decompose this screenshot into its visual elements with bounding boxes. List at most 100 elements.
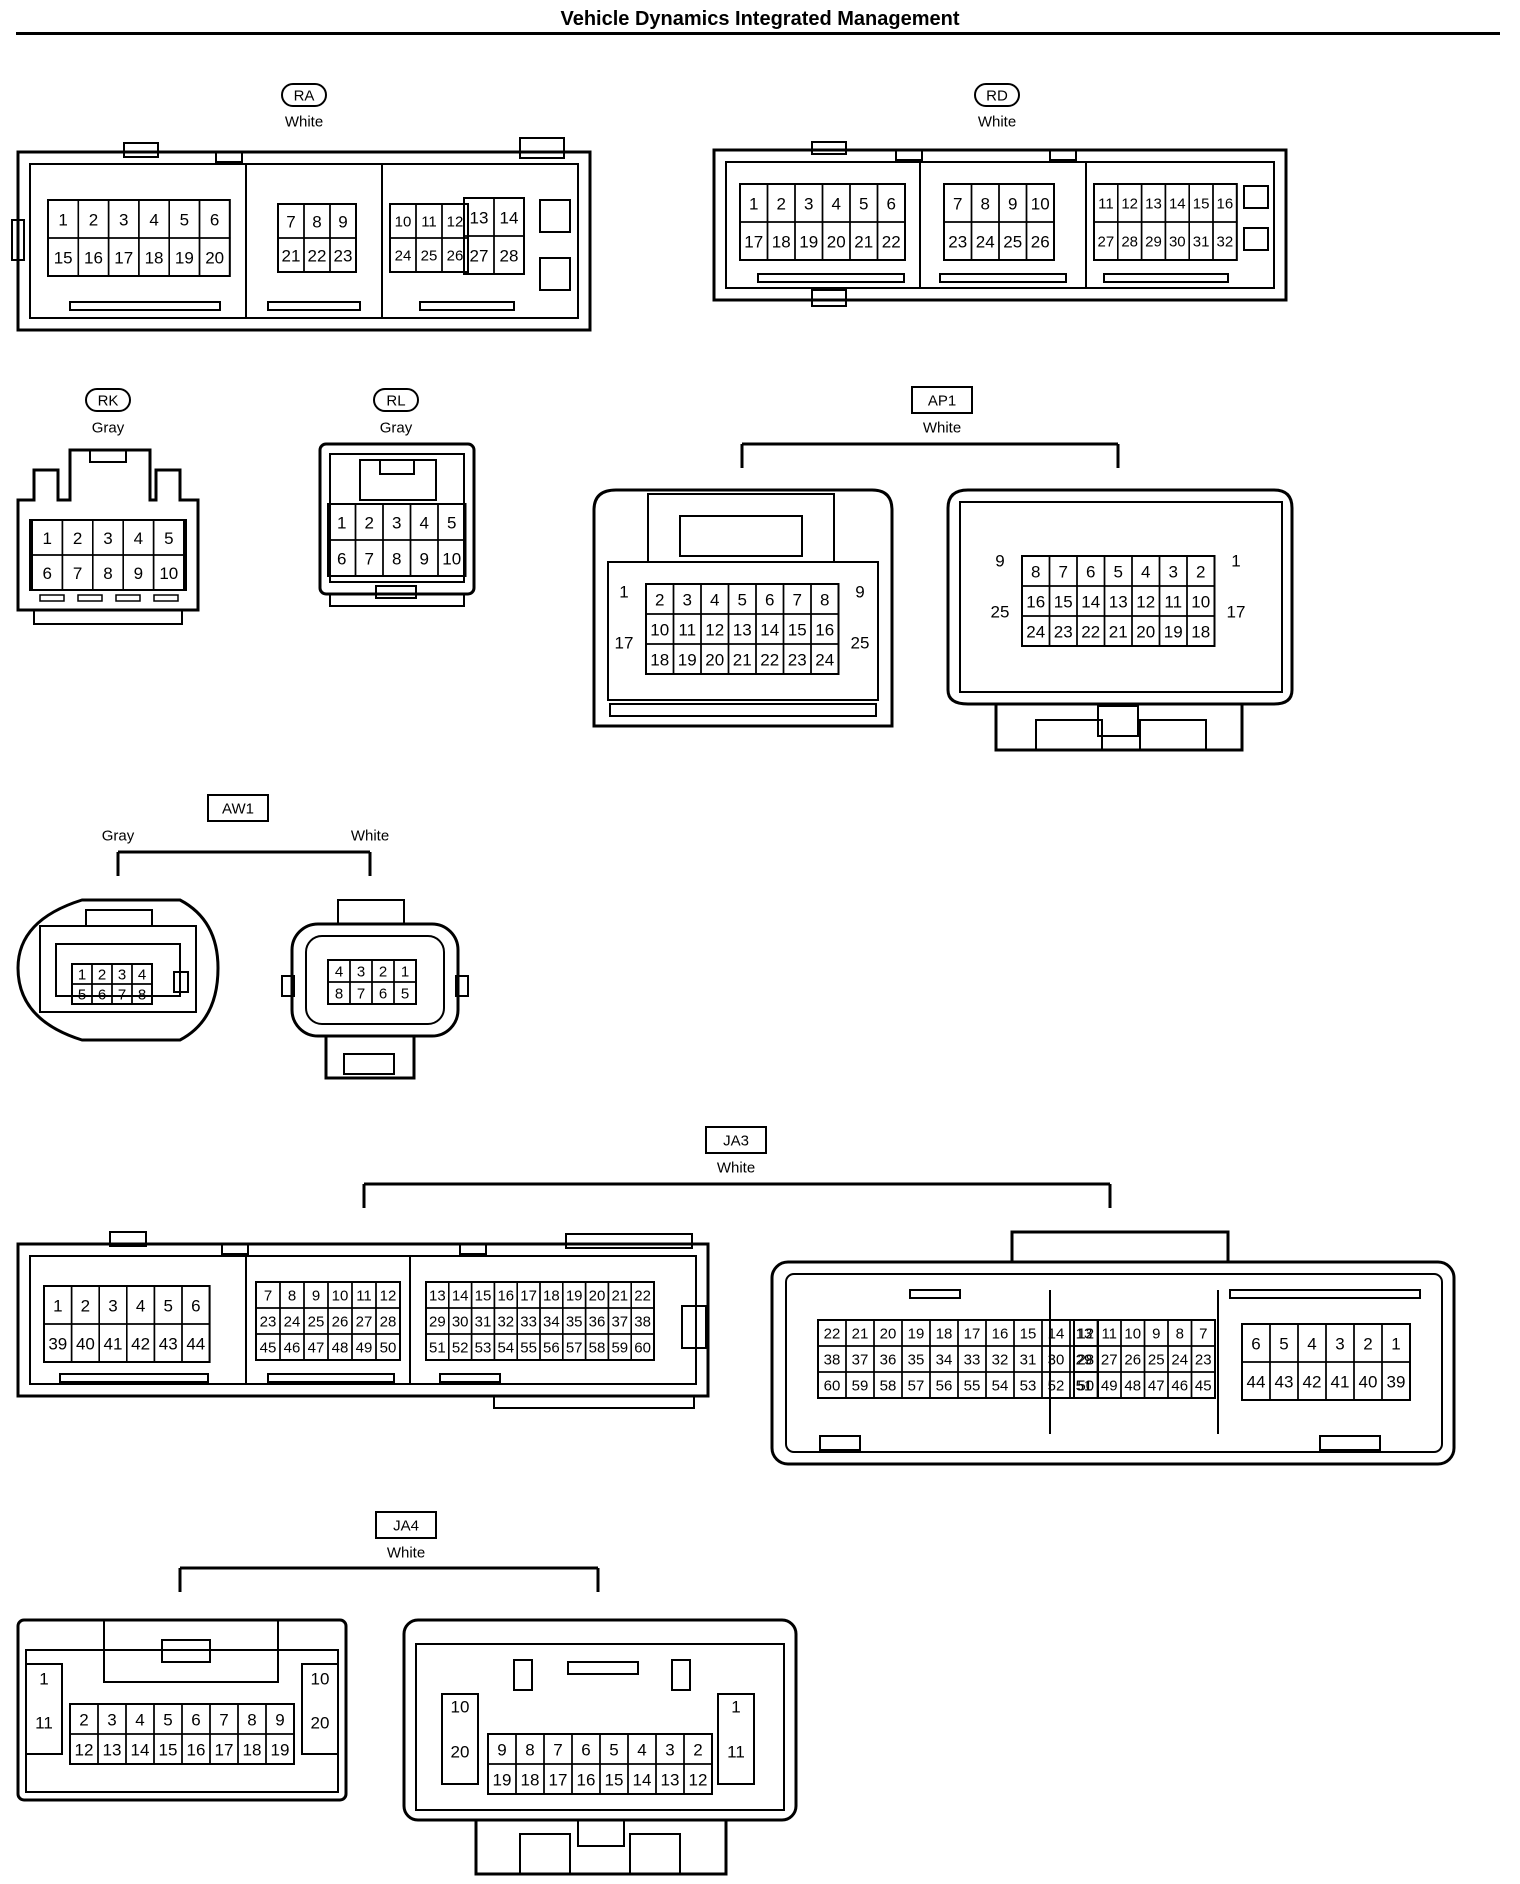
pin-label: 5	[447, 514, 456, 533]
housing-outline	[519, 1833, 571, 1875]
pin-label: 19	[799, 233, 818, 252]
housing-outline	[1035, 719, 1103, 751]
pin-label: 20	[880, 1326, 897, 1343]
pin-label: 46	[284, 1340, 301, 1357]
pin-cell	[437, 539, 467, 577]
pin-label: 28	[1121, 234, 1138, 251]
pin-label: 3	[108, 1297, 117, 1316]
pin-label: 3	[392, 514, 401, 533]
housing-outline	[379, 459, 415, 475]
pin-label: 8	[312, 213, 321, 232]
pin-label: 22	[824, 1326, 841, 1343]
pin-cell	[810, 643, 840, 675]
pin-label: 23	[948, 233, 967, 252]
pin-label: 11	[1101, 1326, 1117, 1343]
pin-label: 17	[215, 1741, 234, 1760]
pin-label: 24	[815, 651, 834, 670]
pin-label: 53	[1020, 1378, 1037, 1395]
pin-label: 37	[611, 1314, 628, 1331]
pin-label: 39	[48, 1335, 67, 1354]
pin-label: 9	[312, 1288, 320, 1305]
pin-label: 8	[392, 550, 401, 569]
housing-outline	[539, 199, 571, 233]
pin-label: 60	[634, 1340, 651, 1357]
housing-outline	[415, 1643, 785, 1811]
pin-label: 23	[1195, 1352, 1212, 1369]
pin-label: 19	[566, 1288, 583, 1305]
pin-label: 34	[936, 1352, 953, 1369]
pin-label: 8	[335, 986, 343, 1003]
connector-color: White	[978, 114, 1016, 131]
pin-label: 49	[356, 1340, 373, 1357]
housing-outline	[609, 703, 877, 717]
housing-outline	[359, 459, 437, 501]
pin-label: 27	[1101, 1352, 1118, 1369]
pin-label: 30	[452, 1314, 469, 1331]
pin-label: 1	[78, 967, 86, 984]
pin-label: 18	[521, 1771, 540, 1790]
pin-label: 13	[1145, 196, 1162, 213]
pin-label: 25	[308, 1314, 325, 1331]
pin-label: 2	[73, 529, 82, 548]
housing-outline	[717, 1693, 755, 1785]
pin-label: 2	[365, 514, 374, 533]
connector-tag-badge	[911, 386, 973, 414]
housing-outline	[215, 151, 243, 163]
pin-label: 10	[650, 621, 669, 640]
pin-label: 17	[549, 1771, 568, 1790]
connector-tag: AW1	[222, 801, 254, 818]
pin-label: 51	[429, 1340, 446, 1357]
pin-label: 41	[1331, 1373, 1350, 1392]
pin-label: 16	[84, 249, 103, 268]
pin-label: 20	[311, 1714, 330, 1733]
housing-outline	[161, 1639, 211, 1663]
pin-label: 7	[1199, 1326, 1207, 1343]
housing-outline	[513, 1659, 533, 1691]
housing-outline	[959, 501, 1283, 693]
pin-label: 12	[705, 621, 724, 640]
pin-label: 1	[42, 529, 51, 548]
pin-label: 10	[451, 1698, 470, 1717]
pin-label: 16	[815, 621, 834, 640]
housing-outline	[493, 1395, 695, 1409]
pin-label: 9	[855, 583, 864, 602]
pin-label: 3	[119, 211, 128, 230]
pin-label: 23	[788, 651, 807, 670]
housing-outline	[301, 1663, 339, 1755]
pin-label: 3	[357, 964, 365, 981]
housing-outline	[757, 273, 905, 283]
pin-label: 11	[1098, 196, 1114, 213]
pin-label: 6	[191, 1711, 200, 1730]
pin-label: 50	[1077, 1378, 1094, 1395]
pin-label: 13	[429, 1288, 446, 1305]
pin-label: 6	[887, 195, 896, 214]
pin-label: 2	[379, 964, 387, 981]
connector-tag: RA	[294, 88, 315, 105]
pin-label: 33	[964, 1352, 981, 1369]
pin-label: 15	[1054, 593, 1073, 612]
pin-label: 53	[475, 1340, 492, 1357]
pin-cell	[198, 237, 231, 277]
connector-color: White	[717, 1160, 755, 1177]
pin-label: 1	[619, 583, 628, 602]
pin-label: 4	[335, 964, 343, 981]
pin-label: 40	[76, 1335, 95, 1354]
pin-label: 4	[832, 195, 841, 214]
housing-outline	[25, 1663, 63, 1755]
housing-outline	[55, 943, 181, 997]
pin-label: 29	[1076, 1352, 1093, 1369]
housing-outline	[811, 141, 847, 155]
pin-label: 21	[852, 1326, 869, 1343]
housing-outline	[16, 898, 220, 1042]
pin-label: 56	[543, 1340, 560, 1357]
pin-label: 15	[159, 1741, 178, 1760]
pin-label: 16	[577, 1771, 596, 1790]
pin-label: 27	[470, 247, 489, 266]
pin-label: 11	[727, 1743, 745, 1762]
housing-outline	[103, 1619, 279, 1683]
pin-label: 32	[1217, 234, 1234, 251]
pin-label: 8	[820, 591, 829, 610]
pin-label: 59	[611, 1340, 628, 1357]
pin-label: 11	[356, 1288, 372, 1305]
pin-label: 8	[103, 564, 112, 583]
